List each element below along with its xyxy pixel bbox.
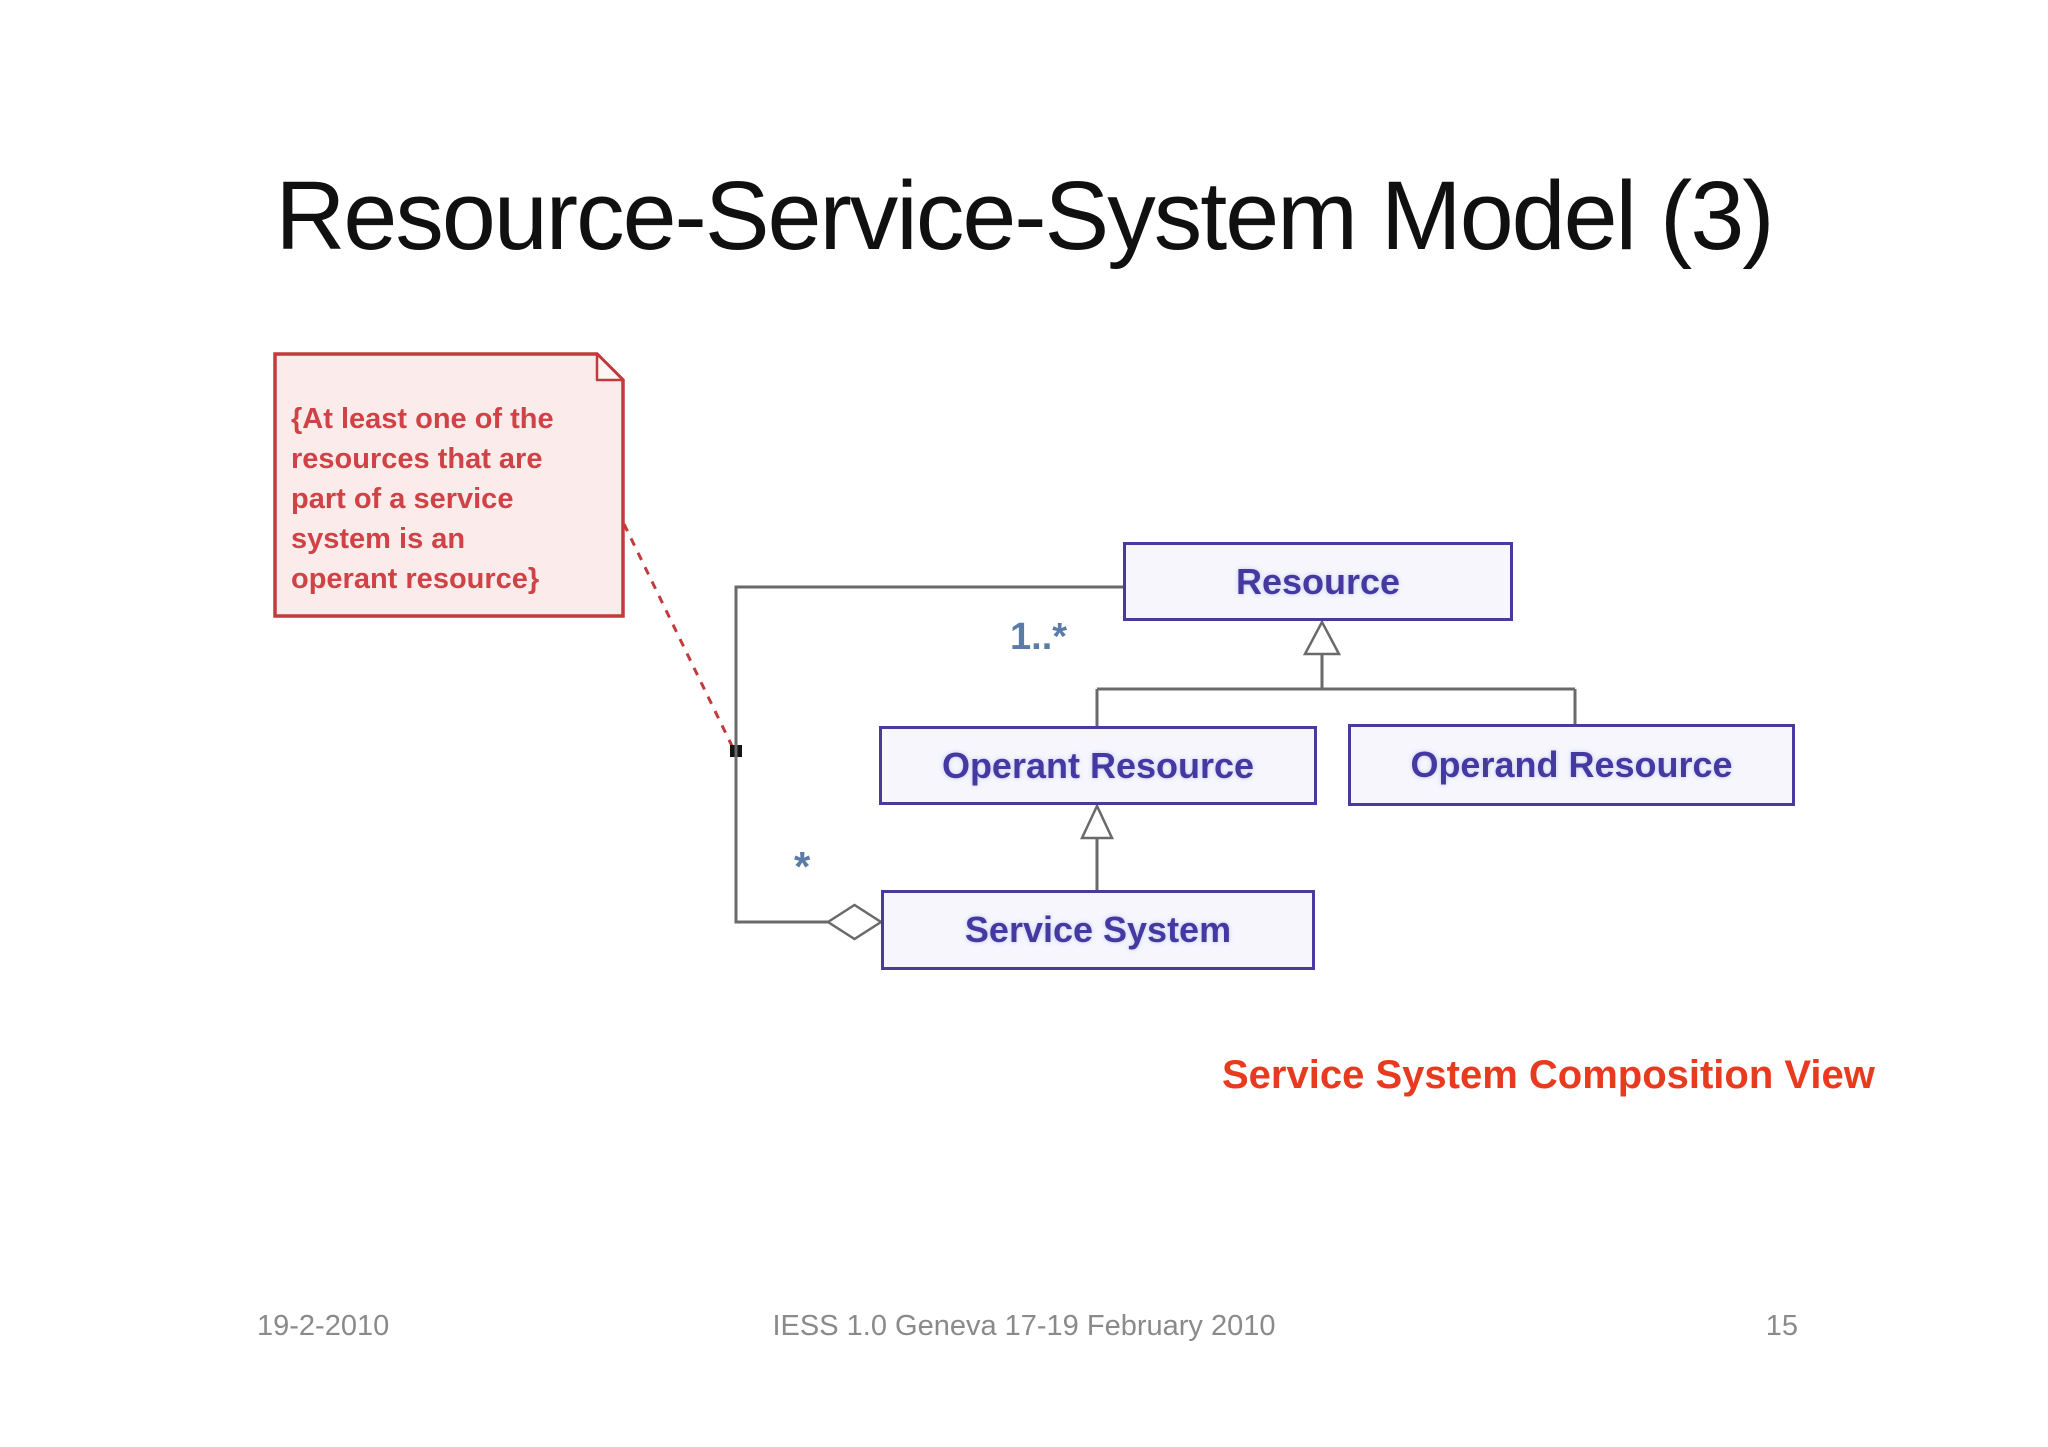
note-text-line: resources that are: [291, 443, 543, 475]
class-box-operand-resource: Operand Resource: [1348, 724, 1795, 806]
class-box-resource: Resource: [1123, 542, 1513, 621]
generalization-arrow-operant: [1080, 803, 1114, 840]
class-name-service-system: Service System: [964, 909, 1232, 950]
class-name-operant-resource: Operant Resource: [941, 744, 1255, 786]
class-box-service-system: Service System: [881, 890, 1315, 970]
note-text-line: {At least one of the: [291, 403, 554, 435]
multiplicity-service-end: *: [794, 843, 811, 890]
footer-page-number: 15: [1765, 1310, 1798, 1342]
note-fold-corner: [595, 352, 625, 382]
aggregation-line: [734, 585, 1123, 924]
class-name-resource: Resource: [1235, 560, 1401, 602]
slide-title: Resource-Service-System Model (3): [275, 161, 1774, 270]
generalization-tree-line: [1095, 654, 1577, 726]
note-anchor-dashed-line: [622, 523, 735, 749]
note-shape: [273, 352, 625, 618]
note-text-line: part of a service: [291, 483, 514, 515]
multiplicity-resource-end: 1..*: [1010, 616, 1068, 658]
note-text-line: system is an: [291, 523, 466, 555]
note-text-line: operant resource}: [291, 563, 540, 595]
uml-note-text: {At least one of the resources that are …: [291, 399, 621, 599]
generalization-arrow-resource: [1302, 619, 1342, 656]
class-name-operand-resource: Operand Resource: [1410, 744, 1733, 785]
footer-date: 19-2-2010: [257, 1310, 390, 1342]
class-box-operant-resource: Operant Resource: [879, 726, 1317, 805]
aggregation-diamond: [825, 903, 884, 941]
diagram-caption: Service System Composition View: [1222, 1053, 1875, 1097]
footer-event: IESS 1.0 Geneva 17-19 February 2010: [772, 1310, 1276, 1342]
